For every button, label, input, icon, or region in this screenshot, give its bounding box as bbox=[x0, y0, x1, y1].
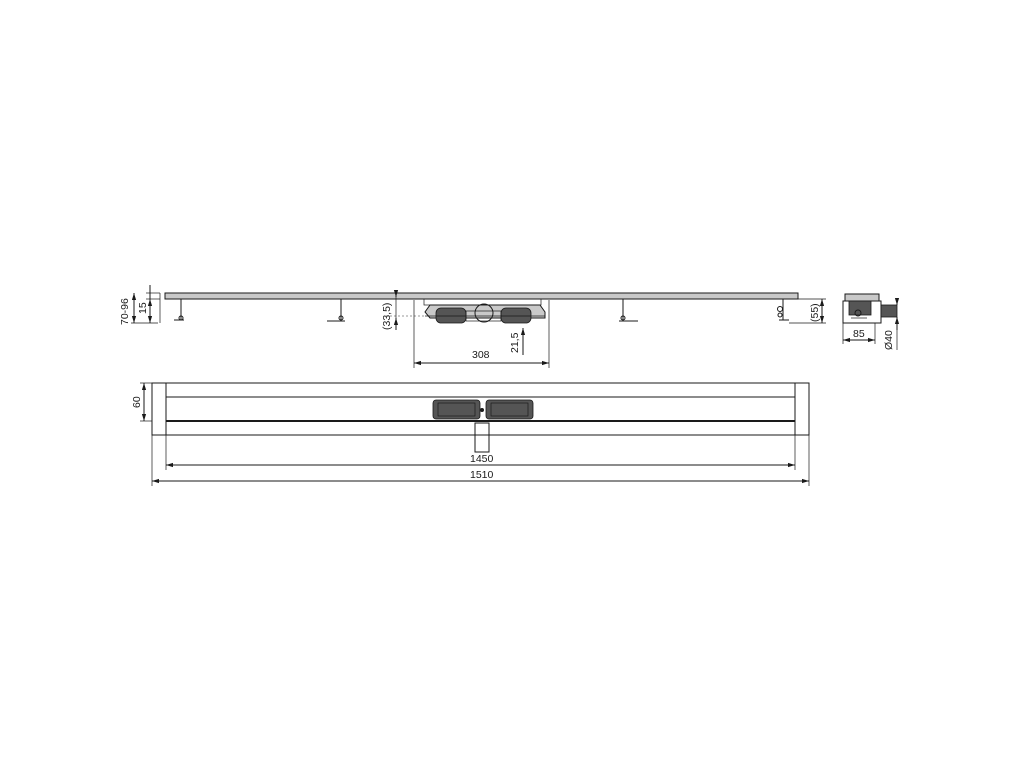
trap-top bbox=[432, 399, 534, 420]
dim-inner-length: 1450 bbox=[470, 453, 494, 465]
top-view: 60 1450 1510 bbox=[131, 382, 810, 486]
outlet-stub bbox=[474, 422, 490, 453]
dim-side-width: 85 bbox=[853, 328, 865, 340]
dim-channel-width: 60 bbox=[131, 396, 143, 408]
end-view: 85 Ø40 bbox=[842, 293, 900, 350]
dim-outlet-height: 21,5 bbox=[509, 332, 521, 353]
outlet-pipe bbox=[880, 304, 898, 318]
dim-center-offset: (33,5) bbox=[381, 303, 393, 330]
dim-end-height: (55) bbox=[809, 303, 821, 322]
trap-body bbox=[423, 298, 546, 324]
dim-cover-thickness: 15 bbox=[137, 302, 149, 314]
mounting-foot-3 bbox=[619, 299, 638, 322]
mounting-foot-2 bbox=[327, 299, 345, 322]
dim-height-range: 70-96 bbox=[119, 298, 131, 325]
dim-overall-length: 1510 bbox=[470, 469, 494, 481]
dim-outlet-diameter: Ø40 bbox=[883, 330, 895, 350]
mounting-foot-1 bbox=[174, 299, 184, 321]
mounting-foot-4 bbox=[777, 299, 789, 321]
dim-trap-width: 308 bbox=[472, 349, 490, 361]
cover-plate bbox=[164, 292, 799, 300]
side-view: 70-96 15 (33,5) 308 21,5 (55) bbox=[119, 285, 826, 368]
